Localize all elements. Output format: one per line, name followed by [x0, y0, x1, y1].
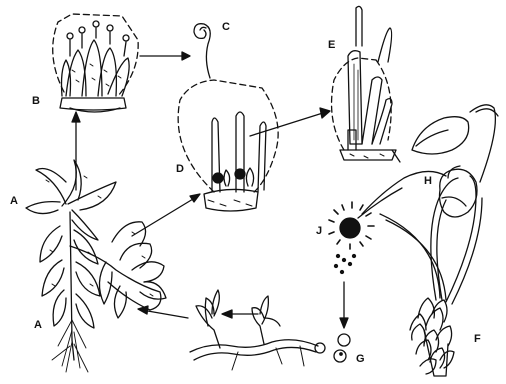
label-a-lower: A	[34, 320, 42, 331]
arrow-protonema-to-a	[138, 306, 188, 318]
label-j: J	[316, 226, 322, 237]
label-e: E	[328, 40, 335, 51]
label-d: D	[176, 164, 184, 175]
label-a: A	[10, 196, 18, 207]
paraphyses-drawing	[332, 6, 400, 162]
label-g: G	[356, 354, 365, 365]
spore-dispersal-drawing	[329, 171, 446, 328]
arrow-b-to-c	[140, 52, 190, 60]
arrow-a-to-b	[72, 112, 80, 190]
protonema-drawing	[190, 290, 325, 370]
leafy-gametophyte-drawing	[26, 160, 166, 372]
label-h: H	[424, 176, 432, 187]
archegonial-head-drawing	[178, 80, 278, 211]
label-c: C	[222, 22, 230, 33]
label-b: B	[32, 96, 40, 107]
label-f: F	[474, 334, 481, 345]
antheridial-head-drawing	[53, 14, 138, 112]
germinating-spores-drawing	[334, 334, 350, 362]
arrow-a-to-d	[132, 194, 200, 236]
antherozoid-drawing	[194, 24, 210, 78]
